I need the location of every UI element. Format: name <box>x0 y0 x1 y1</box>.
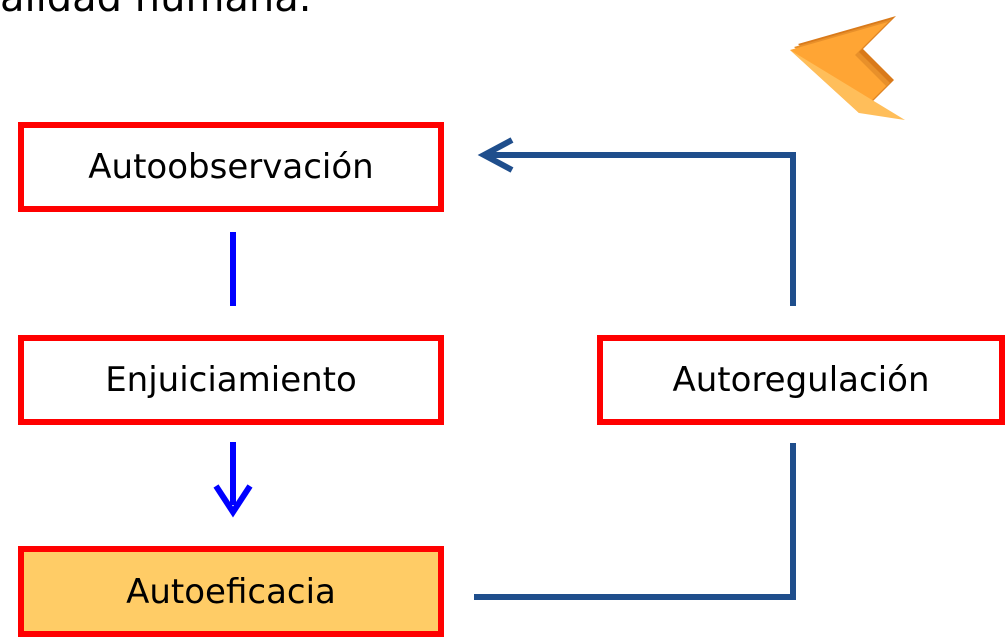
arrow-enjuiciamiento-autoeficacia <box>213 442 253 518</box>
connector-autoeficacia-autoregulacion <box>474 443 796 600</box>
node-autoobservacion: Autoobservación <box>18 122 444 212</box>
node-autoregulacion: Autoregulación <box>597 335 1005 425</box>
node-enjuiciamiento: Enjuiciamiento <box>18 335 444 425</box>
node-autoeficacia-label: Autoeficacia <box>126 571 336 612</box>
slide-heading-fragment: alidad humana. <box>0 0 312 18</box>
orange-down-left-arrow-icon <box>790 16 905 120</box>
node-autoregulacion-label: Autoregulación <box>672 360 930 400</box>
node-autoeficacia: Autoeficacia <box>18 546 444 637</box>
node-enjuiciamiento-label: Enjuiciamiento <box>105 360 357 400</box>
arrow-autoregulacion-autoobservacion <box>477 137 796 306</box>
node-autoobservacion-label: Autoobservación <box>88 147 374 187</box>
